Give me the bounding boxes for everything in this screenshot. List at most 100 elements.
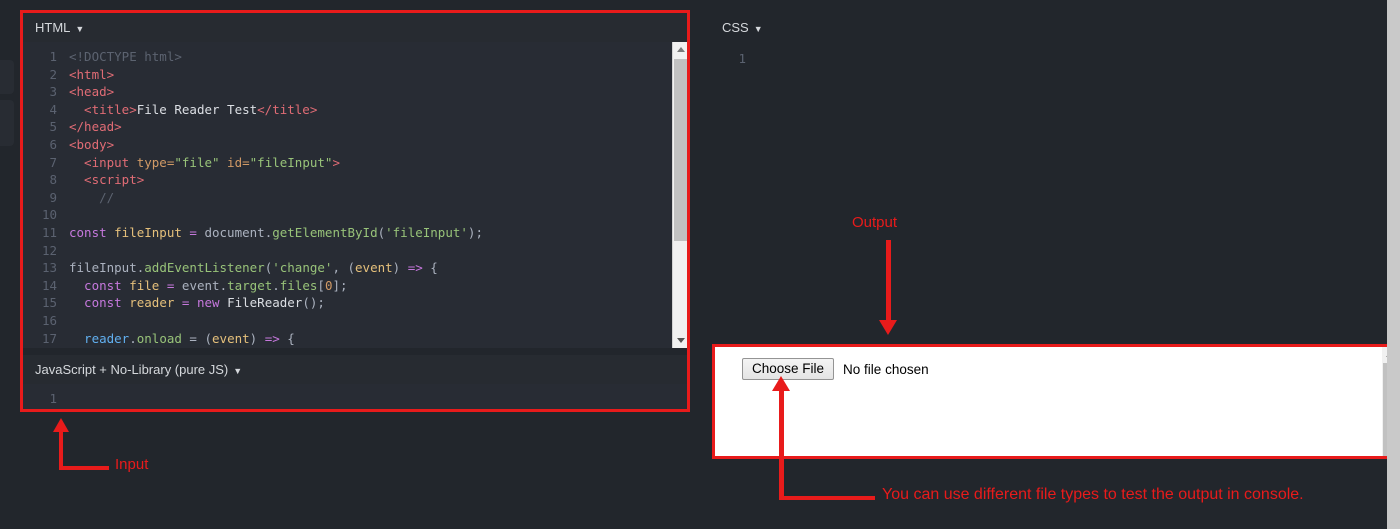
caret-down-icon	[676, 338, 685, 343]
css-pane-header[interactable]: CSS ▼	[722, 13, 763, 42]
line-content: <title>File Reader Test</title>	[69, 101, 318, 117]
code-line: 3 <head>	[23, 83, 687, 101]
output-annotation-label: Output	[852, 214, 898, 231]
no-file-chosen-label: No file chosen	[843, 361, 929, 377]
code-line: 13 fileInput.addEventListener('change', (…	[23, 259, 687, 277]
line-number: 8	[49, 172, 57, 188]
line-number: 16	[41, 312, 57, 328]
css-pane-title: CSS	[722, 20, 749, 35]
html-code-editor[interactable]: 1<!DOCTYPE html>2<html>3<head>4 <title>F…	[23, 42, 687, 348]
code-line: 9 //	[23, 189, 687, 207]
line-content: //	[69, 189, 115, 205]
line-content	[69, 390, 687, 408]
line-number: 3	[49, 84, 57, 100]
annotation-line-horizontal	[59, 466, 109, 470]
js-code-lines: 1	[23, 384, 687, 408]
html-pane-title: HTML	[35, 20, 71, 35]
line-number: 4	[49, 101, 57, 117]
line-content: <input type="file" id="fileInput">	[69, 154, 340, 170]
line-number: 2	[49, 66, 57, 82]
code-line: 17 reader.onload = (event) => {	[23, 330, 687, 348]
line-content: <script>	[69, 172, 145, 188]
line-content: <body>	[69, 136, 115, 152]
note-annotation-text: You can use different file types to test…	[882, 486, 1304, 503]
chevron-down-icon[interactable]: ▼	[75, 23, 85, 34]
offscreen-panel-fragment-top	[0, 60, 14, 94]
scrollbar-thumb[interactable]	[674, 59, 687, 241]
line-content: </head>	[69, 119, 122, 135]
input-annotation-label: Input	[115, 456, 149, 473]
code-line: 12	[23, 242, 687, 260]
line-number: 7	[49, 154, 57, 170]
line-number: 1	[49, 49, 57, 64]
arrow-up-icon	[53, 418, 69, 432]
code-line: 1	[712, 50, 1400, 68]
css-code-editor[interactable]: 1	[712, 44, 1400, 340]
code-line: 1 <!DOCTYPE html>	[23, 48, 687, 66]
annotation-line-vertical	[886, 240, 891, 324]
line-content	[69, 312, 687, 330]
code-line: 10	[23, 206, 687, 224]
code-line: 11 const fileInput = document.getElementB…	[23, 224, 687, 242]
result-preview-frame: Choose File No file chosen	[712, 344, 1400, 459]
line-number: 9	[49, 189, 57, 205]
css-code-lines: 1	[712, 44, 1400, 68]
arrow-down-icon	[879, 320, 897, 335]
line-number: 17	[41, 330, 57, 346]
line-number: 15	[41, 295, 57, 311]
line-content: const file = event.target.files[0];	[69, 277, 348, 293]
choose-file-annotation	[770, 376, 800, 486]
line-number: 11	[41, 224, 57, 240]
line-content: <html>	[69, 66, 115, 82]
line-content: reader.onload = (event) => {	[69, 330, 295, 346]
line-content: <head>	[69, 84, 115, 100]
code-line: 4 <title>File Reader Test</title>	[23, 101, 687, 119]
html-editor-scrollbar[interactable]	[672, 42, 687, 348]
code-line: 8 <script>	[23, 171, 687, 189]
offscreen-panel-fragment-bottom	[0, 100, 14, 146]
line-number: 14	[41, 277, 57, 293]
js-code-editor[interactable]: 1	[23, 384, 687, 410]
output-annotation: Output	[832, 214, 1032, 342]
line-content: <!DOCTYPE html>	[69, 49, 182, 64]
scroll-down-button[interactable]	[673, 333, 687, 348]
js-pane-title: JavaScript + No-Library (pure JS)	[35, 362, 229, 377]
code-line: 6 <body>	[23, 136, 687, 154]
chevron-down-icon[interactable]: ▼	[233, 365, 243, 376]
code-line: 7 <input type="file" id="fileInput">	[23, 154, 687, 172]
html-pane-header[interactable]: HTML ▼	[23, 13, 687, 42]
output-column: CSS ▼ 1 Output Choose File No file chose…	[712, 0, 1400, 529]
page-scrollbar-thumb[interactable]	[1387, 0, 1400, 529]
line-number: 12	[41, 242, 57, 258]
scroll-up-button[interactable]	[673, 42, 687, 57]
line-number: 13	[41, 260, 57, 276]
note-annotation: You can use different file types to test…	[770, 478, 1400, 518]
line-content	[69, 242, 687, 260]
line-number: 1	[49, 391, 57, 406]
chevron-down-icon[interactable]: ▼	[753, 23, 763, 34]
line-content: fileInput.addEventListener('change', (ev…	[69, 260, 438, 276]
annotation-line-vertical	[59, 430, 63, 470]
page-scrollbar[interactable]	[1387, 0, 1400, 529]
code-line: 16	[23, 312, 687, 330]
code-line: 5 </head>	[23, 118, 687, 136]
line-number: 6	[49, 136, 57, 152]
line-number: 5	[49, 119, 57, 135]
arrow-up-icon	[772, 376, 790, 391]
html-code-lines: 1<!DOCTYPE html>2<html>3<head>4 <title>F…	[23, 42, 687, 347]
code-line: 1	[23, 390, 687, 408]
line-content	[758, 50, 1400, 68]
line-number: 1	[738, 51, 746, 66]
line-number: 10	[41, 207, 57, 223]
line-content: const fileInput = document.getElementByI…	[69, 224, 483, 240]
code-line: 15 const reader = new FileReader();	[23, 294, 687, 312]
editor-column: HTML ▼ 1<!DOCTYPE html>2<html>3<head>4 <…	[0, 10, 690, 473]
caret-up-icon	[676, 47, 685, 52]
line-content: const reader = new FileReader();	[69, 295, 325, 311]
annotation-line-vertical	[779, 390, 784, 486]
annotation-line-horizontal	[779, 496, 875, 500]
annotation-line-vertical	[779, 478, 784, 500]
code-line: 14 const file = event.target.files[0];	[23, 277, 687, 295]
js-pane-header[interactable]: JavaScript + No-Library (pure JS) ▼	[23, 355, 687, 384]
